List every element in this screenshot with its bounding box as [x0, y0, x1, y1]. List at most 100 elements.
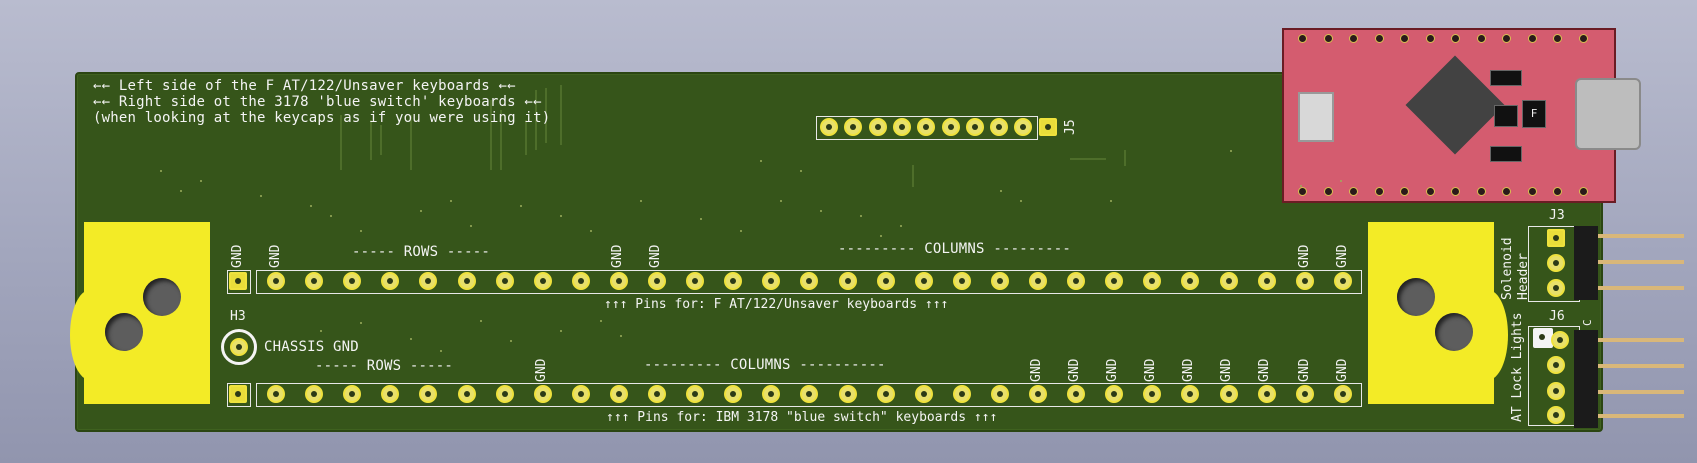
mcu-pin-pad: [1451, 34, 1460, 43]
smd-component: [1490, 70, 1522, 86]
bottom-row-pin: [381, 385, 400, 403]
gnd-label: GND: [268, 244, 283, 268]
at-lock-lights-label: AT Lock Lights: [1510, 312, 1525, 422]
gnd-label: GND: [1297, 244, 1312, 268]
left-side-note: ←← Left side of the F AT/122/Unsaver key…: [93, 78, 516, 94]
gnd-label: GND: [1335, 358, 1350, 382]
top-row-pin: [457, 272, 476, 290]
mcu-pin-pad: [1476, 187, 1486, 196]
j3-connector-body: [1574, 226, 1598, 300]
via: [520, 205, 522, 207]
top-row-pin: [1219, 272, 1238, 290]
via: [480, 320, 482, 322]
top-row-pin: [648, 272, 666, 290]
via: [510, 340, 512, 342]
j3-pad: [1547, 254, 1565, 272]
via: [860, 215, 862, 217]
bottom-rows-label: ----- ROWS -----: [315, 358, 454, 374]
mcu-pin-pad: [1451, 187, 1460, 196]
mcu-pin-pad: [1425, 187, 1435, 196]
j3-pad: [1547, 279, 1565, 297]
bottom-row-pin: [1105, 385, 1124, 403]
j5-pin: [844, 118, 863, 136]
mcu-pin-pad: [1502, 187, 1511, 196]
via: [260, 195, 262, 197]
bottom-row-pin: [1067, 385, 1086, 403]
gnd-label: GND: [1181, 358, 1196, 382]
mcu-pin-pad: [1527, 34, 1537, 43]
crystal-component: [1298, 92, 1334, 142]
pcb-trace: [525, 120, 527, 155]
mcu-pin-pad: [1425, 34, 1435, 43]
top-row-pin: [533, 272, 552, 290]
top-row-pin: [343, 272, 362, 290]
j5-pin: [965, 118, 984, 136]
j6-pad-square: [1533, 328, 1553, 348]
mcu-pin-pad: [1476, 34, 1486, 43]
pcb-trace: [535, 90, 537, 150]
j6-pin: [1598, 364, 1684, 368]
top-row-pin: [990, 272, 1009, 290]
via: [310, 205, 312, 207]
top-row-pin: [762, 272, 781, 290]
bottom-row-pin: [267, 385, 285, 403]
bottom-row-pin: [343, 385, 362, 403]
pcb-trace: [410, 115, 412, 170]
mcu-pin-pad: [1323, 187, 1333, 196]
top-row-pin: [686, 272, 705, 290]
mounting-hole: [1397, 278, 1435, 316]
gnd-label: GND: [1335, 244, 1350, 268]
fuse-label: F: [1530, 107, 1538, 120]
j6-pin: [1598, 414, 1684, 418]
usb-c-connector: [1575, 78, 1641, 150]
top-row-pin: [876, 272, 895, 290]
via: [700, 218, 702, 220]
top-row-pin: [267, 272, 285, 290]
via: [560, 330, 562, 332]
mounting-hole: [105, 313, 143, 351]
bottom-columns-label: --------- COLUMNS ----------: [644, 357, 886, 373]
bottom-row-pin: [1143, 385, 1162, 403]
j6-pad: [1547, 356, 1565, 374]
bottom-row-pin: [1219, 385, 1238, 403]
top-row-pin: [1067, 272, 1086, 290]
mcu-pin-pad: [1553, 34, 1562, 43]
mcu-pin-pad: [1400, 34, 1409, 43]
gnd-label: GND: [648, 244, 663, 268]
via: [740, 230, 742, 232]
top-row-pin: [571, 272, 590, 290]
pcb-trace: [1070, 158, 1106, 160]
via: [880, 235, 882, 237]
bottom-row-pin: [571, 385, 590, 403]
mcu-pin-pad: [1323, 34, 1333, 43]
top-row-pin: [952, 272, 971, 290]
mcu-pin-pad: [1502, 34, 1511, 43]
via: [360, 322, 362, 324]
j5-pin: [917, 118, 936, 136]
j3-pin: [1598, 260, 1684, 264]
j6-pad: [1547, 406, 1565, 424]
j5-pin: [892, 118, 911, 136]
j5-pin: [990, 118, 1009, 136]
mcu-pin-pad: [1553, 187, 1562, 196]
fuse: F: [1522, 100, 1546, 128]
via: [1230, 150, 1232, 152]
bottom-row-pin: [1257, 385, 1276, 403]
bottom-row-pin: [1029, 385, 1047, 403]
j3-label: J3: [1549, 208, 1565, 223]
right-mounting-pad-lobe: [1468, 290, 1508, 380]
mcu-pin-pad: [1527, 187, 1537, 196]
top-row-pin: [724, 272, 743, 290]
top-row-pin: [609, 272, 628, 290]
top-row-pin: [1181, 272, 1200, 290]
via: [620, 335, 622, 337]
gnd-label: GND: [610, 244, 625, 268]
j5-pin: [820, 118, 838, 136]
pcb-trace: [1124, 150, 1126, 166]
j3-pin: [1598, 234, 1684, 238]
gnd-label: GND: [1029, 358, 1044, 382]
solenoid-label: Solenoid: [1500, 237, 1515, 300]
top-gnd-pin: [229, 272, 247, 290]
mcu-pin-pad: [1374, 187, 1384, 196]
via: [330, 215, 332, 217]
